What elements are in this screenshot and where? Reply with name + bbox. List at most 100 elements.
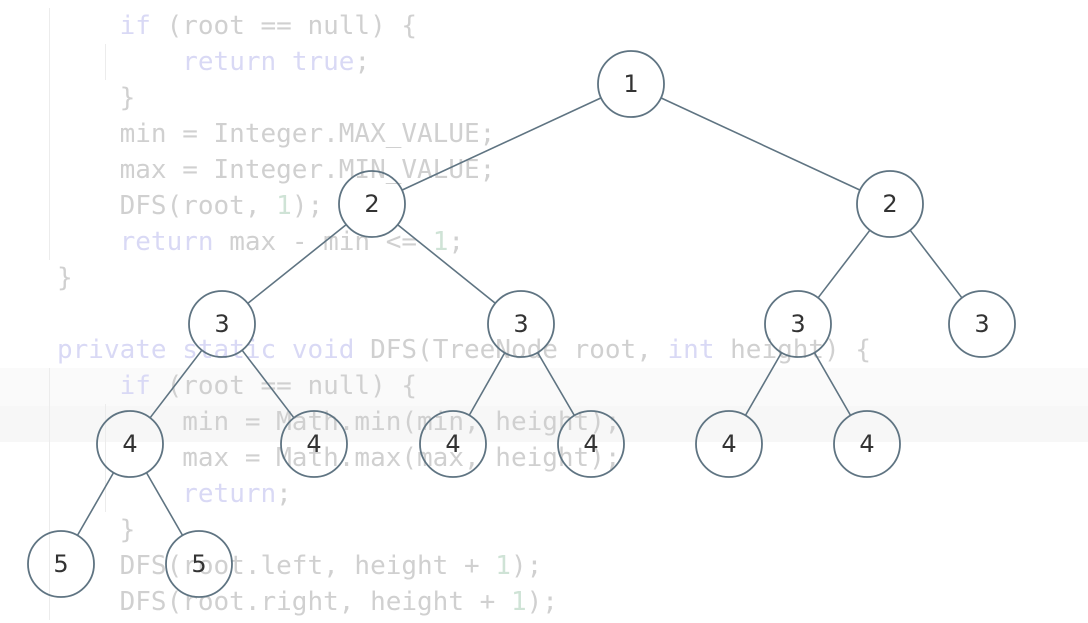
code-token: static <box>182 335 277 365</box>
code-token: int <box>667 335 715 365</box>
tree-edge <box>149 349 203 419</box>
tree-edge <box>76 472 115 536</box>
tree-edge <box>241 349 295 419</box>
code-token: 1 <box>510 587 527 617</box>
code-token: private <box>57 335 167 365</box>
tree-node-circle <box>280 410 348 478</box>
tree-node: 4 <box>695 410 763 478</box>
tree-edge <box>744 352 783 416</box>
tree-edge <box>817 229 871 299</box>
code-token: void <box>291 335 355 365</box>
code-highlight-band <box>0 368 1088 410</box>
code-line: } <box>57 512 136 548</box>
indent-guide <box>105 44 106 80</box>
tree-node-circle <box>856 170 924 238</box>
code-highlight-band <box>0 406 1088 442</box>
tree-node: 3 <box>948 290 1016 358</box>
tree-nodes: 1 2 2 3 3 3 3 4 4 4 4 4 4 5 5 <box>27 50 1016 598</box>
code-token: ); <box>526 587 558 617</box>
code-line: if (root == null) { <box>57 368 417 404</box>
tree-node: 5 <box>165 530 233 598</box>
code-token: ; <box>448 227 465 257</box>
code-line: if (root == null) { <box>57 8 417 44</box>
code-line: } <box>57 260 73 296</box>
tree-node: 3 <box>764 290 832 358</box>
tree-node-label: 5 <box>53 550 68 578</box>
tree-node: 4 <box>419 410 487 478</box>
code-token: return <box>182 47 277 77</box>
code-line: DFS(root, 1); <box>57 188 324 224</box>
code-token: if <box>119 11 151 41</box>
code-line: return; <box>57 476 292 512</box>
tree-node-circle <box>96 410 164 478</box>
tree-node-circle <box>27 530 95 598</box>
code-token: max = Integer.MIN_VALUE; <box>57 155 496 185</box>
indent-guide <box>105 404 106 512</box>
tree-node-label: 4 <box>306 430 321 458</box>
tree-node-circle <box>165 530 233 598</box>
tree-node: 4 <box>280 410 348 478</box>
tree-node: 4 <box>96 410 164 478</box>
tree-node: 2 <box>856 170 924 238</box>
code-token: (root == null) { <box>150 11 418 41</box>
code-line: return true; <box>57 44 370 80</box>
code-token: min = Integer.MAX_VALUE; <box>57 119 496 149</box>
code-token: ; <box>276 479 292 509</box>
tree-edge <box>660 97 861 191</box>
tree-node: 4 <box>557 410 625 478</box>
code-token: true <box>291 47 355 77</box>
tree-node-circle <box>487 290 555 358</box>
tree-node: 3 <box>487 290 555 358</box>
tree-node-label: 4 <box>583 430 598 458</box>
code-token: DFS(root, <box>57 191 277 221</box>
tree-edge <box>468 352 506 416</box>
tree-edges <box>76 97 963 536</box>
tree-node: 5 <box>27 530 95 598</box>
tree-node-label: 3 <box>974 310 989 338</box>
code-token: } <box>57 515 136 545</box>
tree-node-label: 4 <box>721 430 736 458</box>
tree-node: 4 <box>833 410 901 478</box>
tree-node-label: 3 <box>790 310 805 338</box>
code-line: private static void DFS(TreeNode root, i… <box>57 332 871 368</box>
tree-edge <box>247 223 347 305</box>
tree-node-circle <box>695 410 763 478</box>
tree-node-circle <box>764 290 832 358</box>
tree-node: 1 <box>597 50 665 118</box>
tree-node-label: 1 <box>623 70 638 98</box>
code-token: if <box>119 371 151 401</box>
tree-node-label: 3 <box>513 310 528 338</box>
indent-guide <box>49 368 50 620</box>
code-token: 1 <box>276 191 292 221</box>
tree-edge <box>401 97 602 191</box>
tree-node-circle <box>557 410 625 478</box>
tree-edge <box>909 229 963 299</box>
tree-node-label: 5 <box>191 550 206 578</box>
tree-node-circle <box>597 50 665 118</box>
code-token: max = Math.max(max, height); <box>57 443 621 473</box>
code-token: height) { <box>714 335 872 365</box>
tree-node-label: 3 <box>214 310 229 338</box>
code-token: ; <box>354 47 371 77</box>
code-token: DFS(root.right, height + <box>57 587 511 617</box>
code-token: return <box>182 479 277 509</box>
code-line: min = Integer.MAX_VALUE; <box>57 116 496 152</box>
tree-node-circle <box>419 410 487 478</box>
tree-edge <box>813 352 852 416</box>
code-line: max = Integer.MIN_VALUE; <box>57 152 496 188</box>
code-token: 1 <box>432 227 449 257</box>
code-token: ); <box>510 551 543 581</box>
indent-guide <box>49 8 50 260</box>
tree-node-label: 4 <box>122 430 137 458</box>
tree-node-circle <box>948 290 1016 358</box>
tree-node-label: 2 <box>882 190 897 218</box>
tree-node-circle <box>833 410 901 478</box>
tree-node-circle <box>338 170 406 238</box>
code-token: 1 <box>495 551 511 581</box>
tree-edge <box>397 224 496 304</box>
tree-node-label: 4 <box>445 430 460 458</box>
code-token: (root == null) { <box>150 371 418 401</box>
tree-node-label: 2 <box>364 190 379 218</box>
code-line: } <box>57 80 136 116</box>
